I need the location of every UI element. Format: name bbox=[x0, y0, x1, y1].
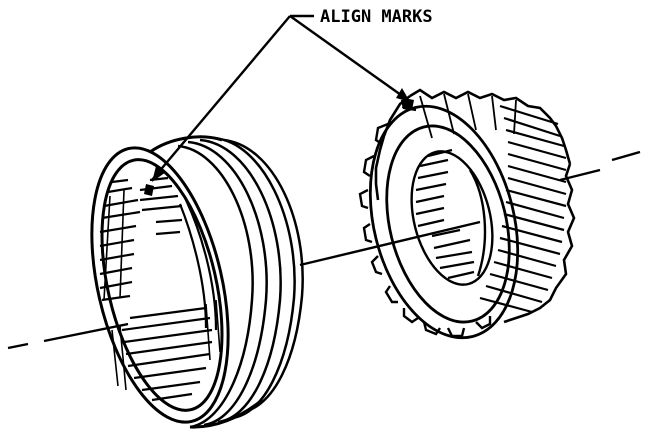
hub-body-splines bbox=[479, 104, 567, 314]
sleeve-inner-splines-top bbox=[139, 176, 183, 236]
callout-leaders bbox=[151, 14, 409, 181]
hub-front-face bbox=[368, 104, 520, 340]
sleeve-bore-rim bbox=[178, 199, 218, 331]
hub-align-mark bbox=[402, 98, 414, 110]
sleeve-body bbox=[90, 135, 263, 429]
synchronizer-sleeve bbox=[90, 135, 304, 429]
arrowhead-to-hub bbox=[396, 88, 410, 102]
hub-bore-splines bbox=[415, 148, 475, 280]
sleeve-inner-splines-bottom bbox=[121, 306, 213, 402]
sleeve-groove-rings bbox=[177, 136, 304, 429]
hub-bore bbox=[410, 150, 494, 286]
synchronizer-hub bbox=[358, 88, 576, 340]
sleeve-spline-ridges bbox=[103, 189, 221, 391]
sleeve-align-mark bbox=[144, 184, 154, 196]
arrowhead-to-sleeve bbox=[152, 166, 166, 182]
hub-top-ridges bbox=[419, 93, 517, 139]
align-marks-label: ALIGN MARKS bbox=[320, 7, 433, 27]
